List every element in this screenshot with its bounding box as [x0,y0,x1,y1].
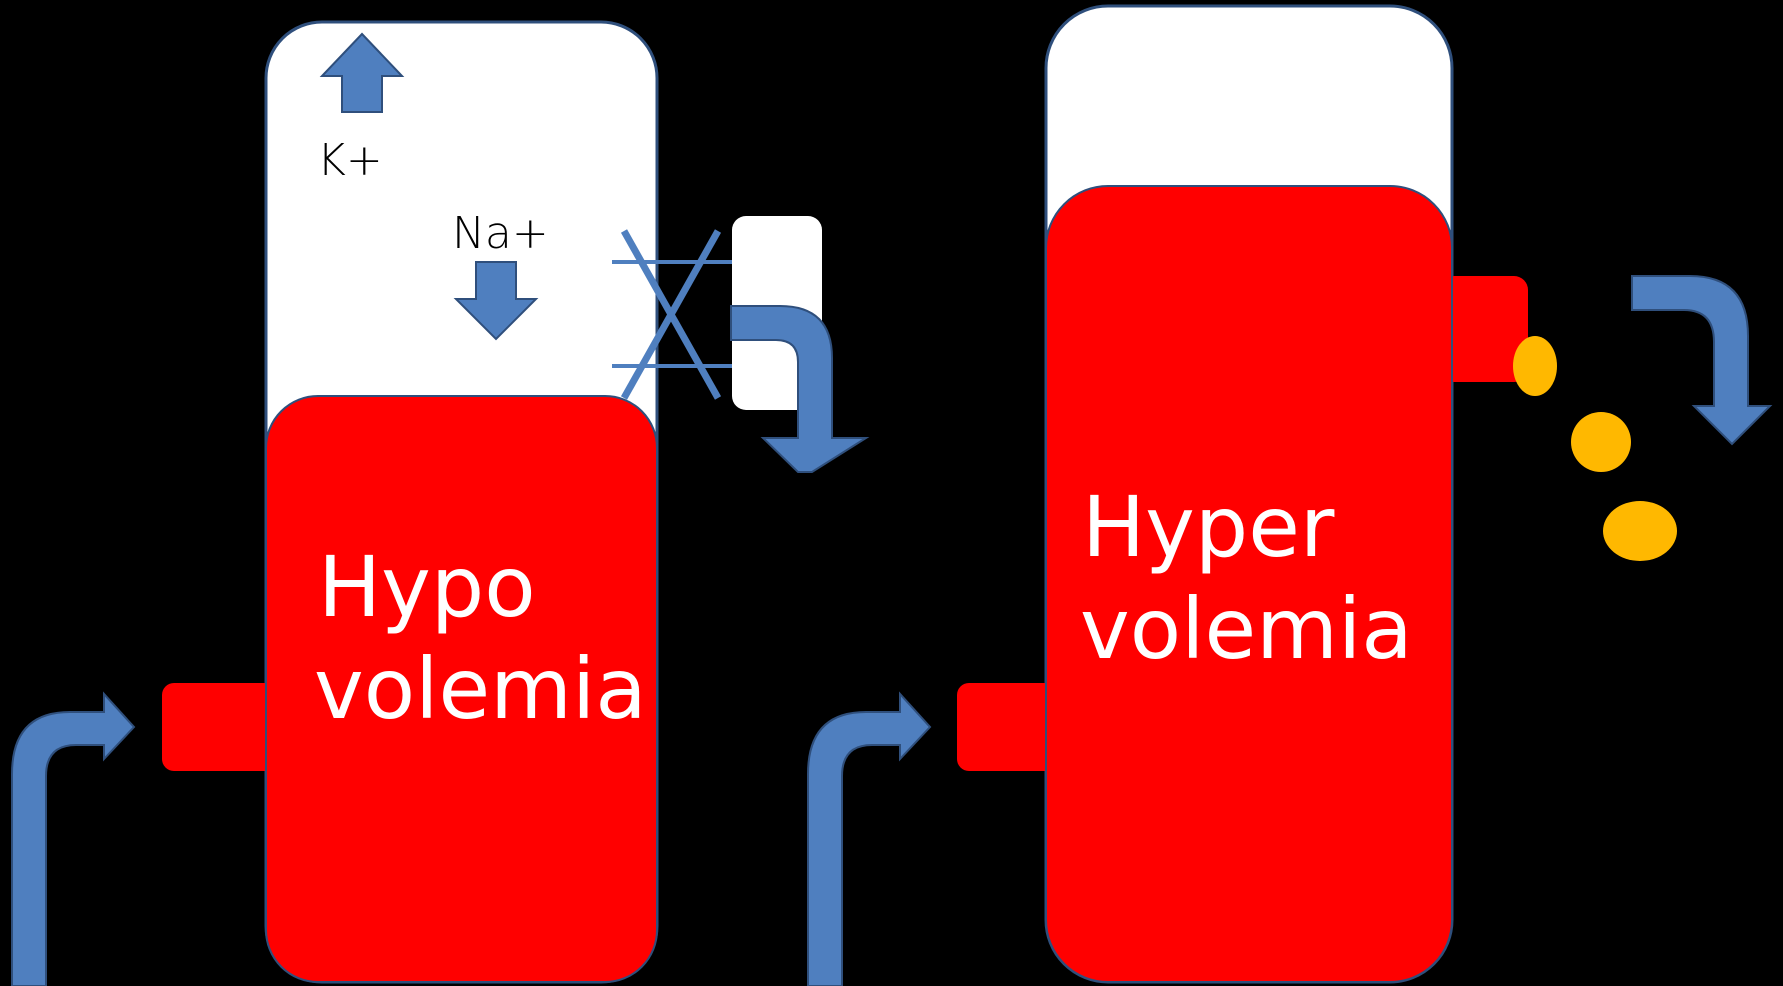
right-inflow-arrow-icon [807,691,932,986]
right-inlet-nozzle [957,683,1062,771]
left-outflow-arrow-icon [730,305,870,473]
right-outlet-nozzle [1440,276,1528,382]
na-ion-label: Na+ [452,208,549,259]
right-blood-volume [1045,185,1453,983]
na-down-arrow-icon [453,261,539,341]
k-up-arrow-icon [319,32,405,113]
hypo-label-line1: Hypo [318,538,536,636]
left-inflow-arrow-icon [11,691,136,986]
left-inlet-nozzle [162,683,282,771]
hypervolemia-tank: Hyper volemia [807,4,1773,986]
hypo-label-line2: volemia [314,640,647,738]
hyper-label-line1: Hyper [1082,478,1335,576]
hyper-label-line2: volemia [1080,580,1413,678]
left-blood-volume [265,395,658,983]
hypovolemia-tank: K+ Na+ Hypo volemia [11,20,870,986]
droplet-icon [1513,336,1557,396]
droplet-icon [1603,501,1677,561]
droplet-icon [1571,412,1631,472]
blocked-outlet-x-icon [612,229,732,400]
right-outflow-arrow-icon [1631,275,1773,446]
k-ion-label: K+ [317,135,383,186]
